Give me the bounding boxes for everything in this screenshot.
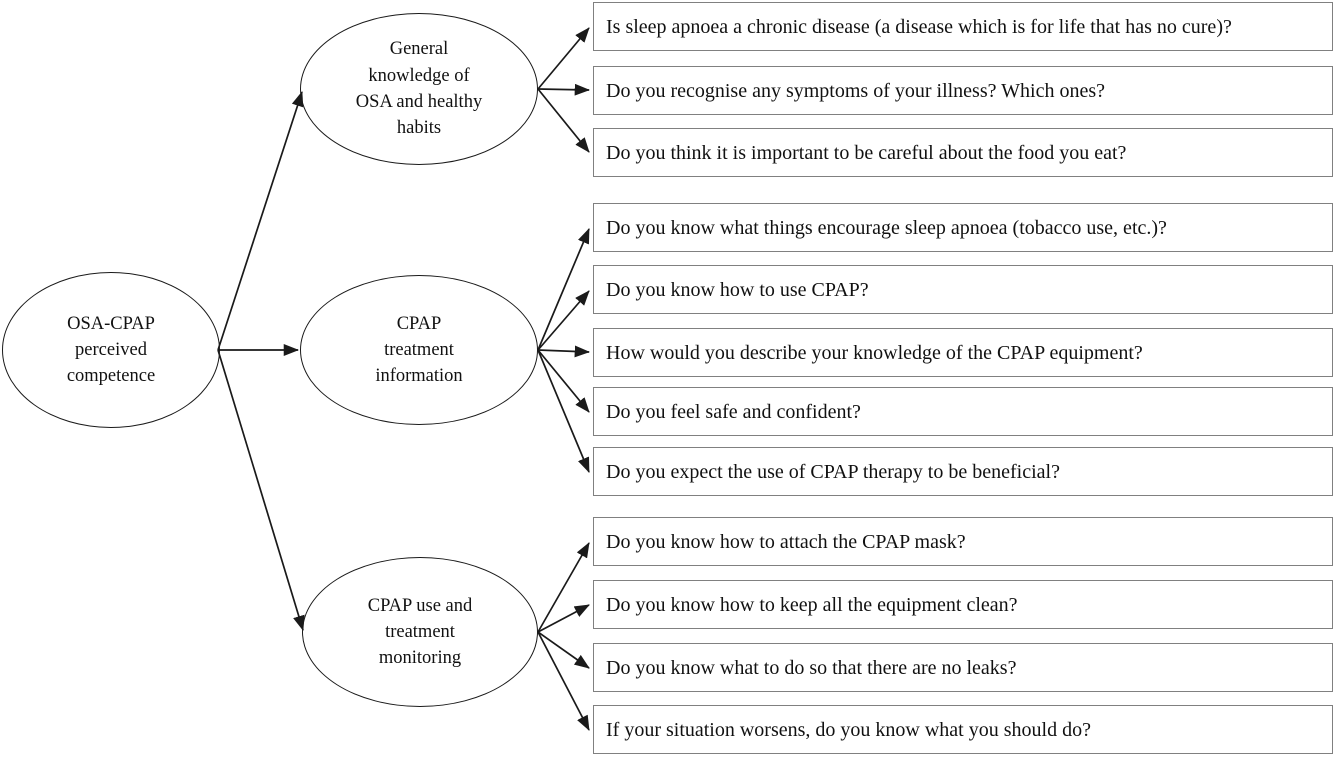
question-text: Do you know what to do so that there are… <box>606 656 1017 679</box>
question-text: Do you feel safe and confident? <box>606 400 861 423</box>
question-box[interactable]: Do you know how to keep all the equipmen… <box>593 580 1333 629</box>
question-box[interactable]: Do you expect the use of CPAP therapy to… <box>593 447 1333 496</box>
edge-treatment-information-items <box>537 228 591 473</box>
question-box[interactable]: How would you describe your knowledge of… <box>593 328 1333 377</box>
edge-root-to-general-knowledge <box>217 91 304 351</box>
root-node-osa-cpap-perceived-competence[interactable]: OSA-CPAP perceived competence <box>2 272 220 428</box>
branch-node-label: CPAP use and treatment monitoring <box>367 595 473 669</box>
question-box[interactable]: Do you know what things encourage sleep … <box>593 203 1333 252</box>
question-text: Do you know how to attach the CPAP mask? <box>606 530 966 553</box>
root-node-label: OSA-CPAP perceived competence <box>66 313 156 387</box>
question-text: Do you know how to use CPAP? <box>606 278 869 301</box>
question-box[interactable]: Do you recognise any symptoms of your il… <box>593 66 1333 115</box>
edge-general-knowledge-items <box>537 27 591 153</box>
question-text: Do you know how to keep all the equipmen… <box>606 593 1018 616</box>
question-box[interactable]: If your situation worsens, do you know w… <box>593 705 1333 754</box>
question-box[interactable]: Is sleep apnoea a chronic disease (a dis… <box>593 2 1333 51</box>
question-box[interactable]: Do you know how to attach the CPAP mask? <box>593 517 1333 566</box>
branch-node-label: General knowledge of OSA and healthy hab… <box>355 39 483 139</box>
edge-root-to-use-and-monitoring <box>217 349 305 631</box>
branch-node-treatment-information[interactable]: CPAP treatment information <box>300 275 538 425</box>
question-box[interactable]: Do you know how to use CPAP? <box>593 265 1333 314</box>
branch-node-general-knowledge[interactable]: General knowledge of OSA and healthy hab… <box>300 13 538 165</box>
question-text: If your situation worsens, do you know w… <box>606 718 1091 741</box>
question-box[interactable]: Do you think it is important to be caref… <box>593 128 1333 177</box>
question-box[interactable]: Do you know what to do so that there are… <box>593 643 1333 692</box>
question-text: Do you recognise any symptoms of your il… <box>606 79 1105 102</box>
question-text: Do you expect the use of CPAP therapy to… <box>606 460 1060 483</box>
question-text: How would you describe your knowledge of… <box>606 341 1143 364</box>
question-text: Do you think it is important to be caref… <box>606 141 1127 164</box>
question-text: Do you know what things encourage sleep … <box>606 216 1167 239</box>
question-text: Is sleep apnoea a chronic disease (a dis… <box>606 15 1232 38</box>
branch-node-label: CPAP treatment information <box>375 313 463 387</box>
question-box[interactable]: Do you feel safe and confident? <box>593 387 1333 436</box>
branch-node-use-and-monitoring[interactable]: CPAP use and treatment monitoring <box>302 557 538 707</box>
edge-use-and-monitoring-items <box>537 542 590 731</box>
